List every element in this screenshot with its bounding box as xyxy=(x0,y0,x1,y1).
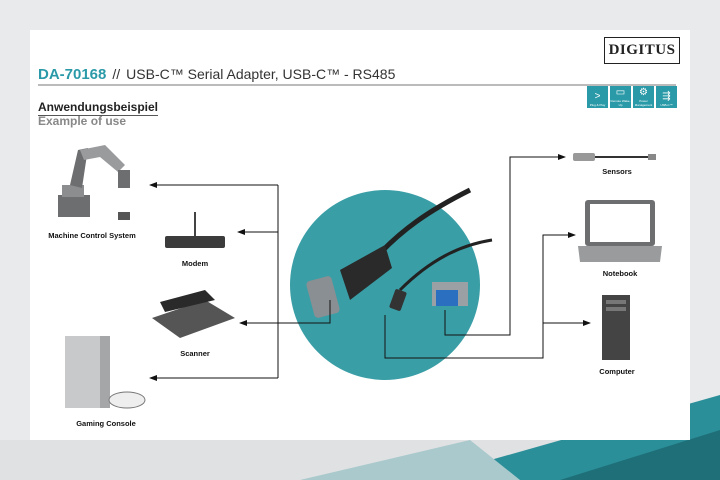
plug-and-play-icon: >Plug & Play xyxy=(587,86,608,108)
feature-label: Plug & Play xyxy=(589,103,606,107)
feature-label: Remote Wake-Up xyxy=(610,99,631,107)
sensor-icon xyxy=(573,153,656,161)
notebook-icon xyxy=(578,200,662,262)
left-connections xyxy=(149,182,331,381)
label-gaming-console: Gaming Console xyxy=(76,419,136,428)
product-code: DA-70168 xyxy=(38,66,107,83)
modem-icon xyxy=(165,212,225,248)
page-title: DA-70168 // USB-C™ Serial Adapter, USB-C™ … xyxy=(38,66,395,83)
scanner-icon xyxy=(152,290,235,338)
highlight-circle xyxy=(290,190,480,380)
usb-icon: ⇶USB-C™ xyxy=(656,86,677,108)
computer-tower-icon xyxy=(602,295,630,360)
product-name: USB-C™ Serial Adapter, USB-C™ - RS485 xyxy=(126,66,396,82)
label-notebook: Notebook xyxy=(602,269,638,278)
label-machine-control-system: Machine Control System xyxy=(48,231,136,240)
remote-wake-up-icon: ▭Remote Wake-Up xyxy=(610,86,631,108)
feature-label: USB-C™ xyxy=(660,103,673,107)
section-subtitle: Example of use xyxy=(38,114,127,128)
label-modem: Modem xyxy=(181,259,209,268)
gaming-console-icon xyxy=(65,336,146,409)
separator: // xyxy=(112,66,121,82)
digitus-logo: DIGITUS xyxy=(604,37,680,64)
label-computer: Computer xyxy=(599,367,635,376)
robot-arm-icon xyxy=(58,145,130,220)
power-management-icon: ⚙Power Management xyxy=(633,86,654,108)
label-scanner: Scanner xyxy=(180,349,210,358)
feature-label: Power Management xyxy=(634,99,653,107)
divider xyxy=(38,84,676,86)
label-sensors: Sensors xyxy=(602,167,632,176)
right-connections xyxy=(384,154,591,359)
serial-adapter-image xyxy=(306,187,493,318)
section-title: Anwendungsbeispiel xyxy=(38,100,159,116)
